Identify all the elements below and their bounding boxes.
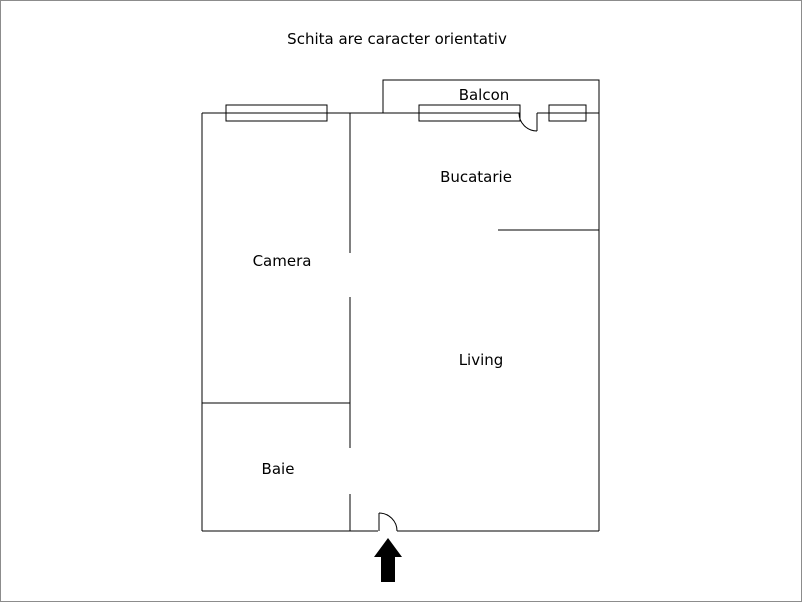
room-label-baie: Baie [262,460,295,478]
room-label-bucatarie: Bucatarie [440,168,512,186]
plan-title: Schita are caracter orientativ [287,30,507,48]
room-label-camera: Camera [253,252,312,270]
room-label-balcon: Balcon [459,86,510,104]
room-label-living: Living [459,351,504,369]
balcony-outline [382,79,600,113]
balcony-door-swing [518,112,538,132]
arrow-up-icon [374,538,402,582]
entrance-door-swing [378,512,398,532]
